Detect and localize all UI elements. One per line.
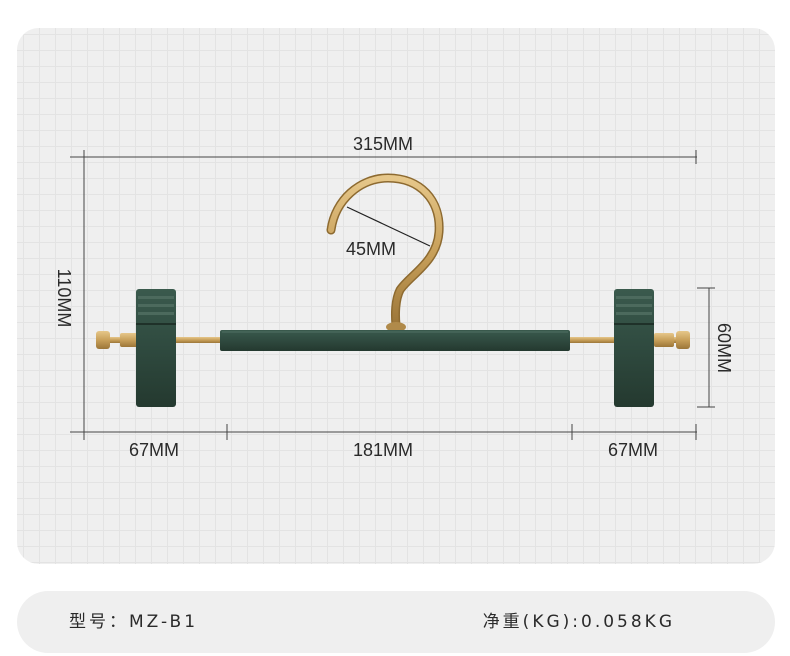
hanger-hook: 45MM	[326, 173, 444, 332]
left-segment-label: 67MM	[129, 440, 179, 460]
model-number: 型号：MZ-B1	[69, 612, 199, 632]
info-bar: 型号：MZ-B1 净重(KG):0.058KG	[17, 591, 775, 653]
total-height-dimension: 110MM	[54, 150, 85, 440]
right-clip	[614, 289, 654, 407]
segment-dimensions: 67MM 181MM 67MM	[70, 424, 697, 460]
right-end-cap	[676, 331, 690, 349]
hook-diameter-line	[346, 206, 431, 247]
total-width-dimension: 315MM	[70, 134, 697, 164]
total-width-label: 315MM	[353, 134, 413, 154]
clip-height-dimension: 60MM	[697, 287, 734, 408]
center-segment-label: 181MM	[353, 440, 413, 460]
hanger-bar	[220, 330, 570, 351]
hanger-dimension-diagram: 315MM 110MM 60MM 67MM 181MM 67MM 45MM	[54, 134, 734, 460]
left-clip	[136, 289, 176, 407]
hook-diameter-label: 45MM	[346, 239, 396, 259]
clip-height-label: 60MM	[714, 323, 734, 373]
net-weight: 净重(KG):0.058KG	[482, 612, 675, 632]
total-height-label: 110MM	[54, 269, 74, 328]
right-segment-label: 67MM	[608, 440, 658, 460]
left-end-cap	[96, 331, 110, 349]
